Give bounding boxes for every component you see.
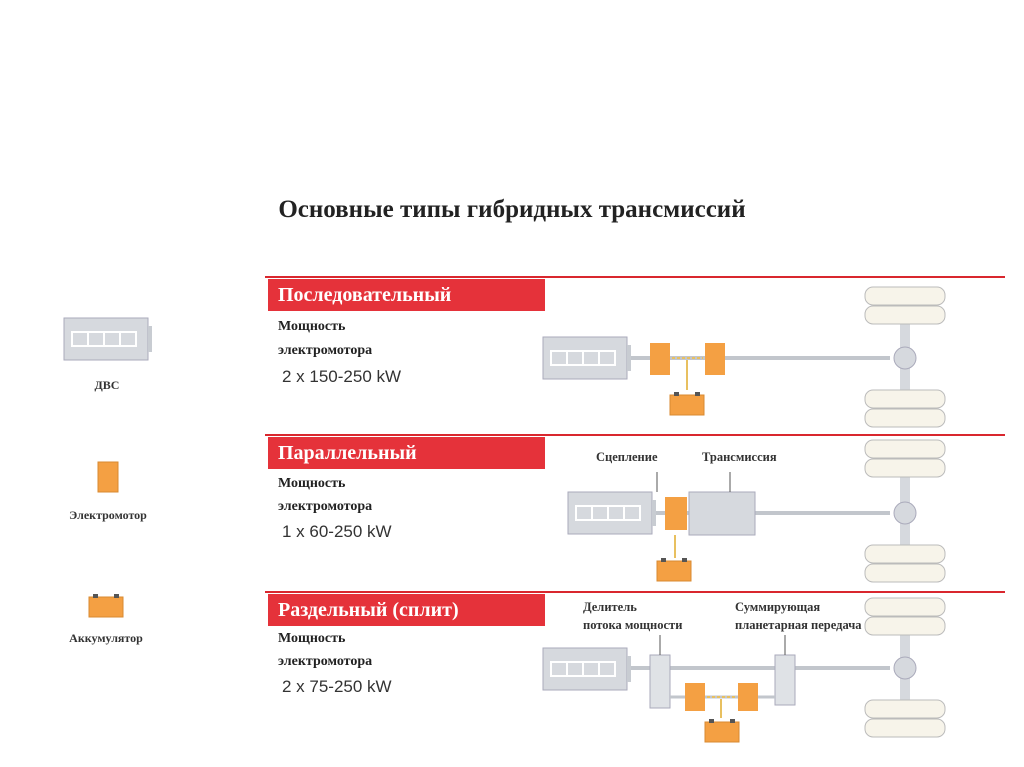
section-header-series: Последовательный [268, 279, 545, 311]
splitter-label: потока мощности [583, 618, 683, 632]
parallel-diagram [567, 439, 946, 583]
section-divider [265, 591, 1005, 593]
power-label: электромотора [278, 499, 373, 514]
planetary-label: Суммирующая [735, 600, 821, 614]
split-diagram [542, 597, 946, 743]
section-header-split: Раздельный (сплит) [268, 594, 545, 626]
power-value: 1 x 60-250 kW [282, 522, 392, 541]
clutch-label: Сцепление [596, 450, 658, 464]
power-label: электромотора [278, 654, 373, 669]
splitter-label: Делитель [583, 600, 637, 614]
transmission-label: Трансмиссия [702, 450, 777, 464]
series-diagram [542, 286, 946, 428]
planetary-label: планетарная передача [735, 618, 862, 632]
section-header-parallel: Параллельный [268, 437, 545, 469]
page-title: Основные типы гибридных трансмиссий [278, 196, 746, 223]
power-label: электромотора [278, 343, 373, 358]
section-divider [265, 276, 1005, 278]
power-label: Мощность [278, 476, 346, 491]
legend-engine-label: ДВС [94, 378, 120, 392]
legend-motor-icon [97, 461, 119, 493]
legend-motor-label: Электромотор [69, 508, 147, 522]
section-divider [265, 434, 1005, 436]
power-value: 2 x 75-250 kW [282, 677, 392, 696]
power-label: Мощность [278, 631, 346, 646]
legend-battery-label: Аккумулятор [69, 631, 143, 645]
power-label: Мощность [278, 319, 346, 334]
legend-battery-icon [88, 593, 124, 618]
legend-engine-icon [63, 317, 153, 361]
power-value: 2 x 150-250 kW [282, 367, 402, 386]
